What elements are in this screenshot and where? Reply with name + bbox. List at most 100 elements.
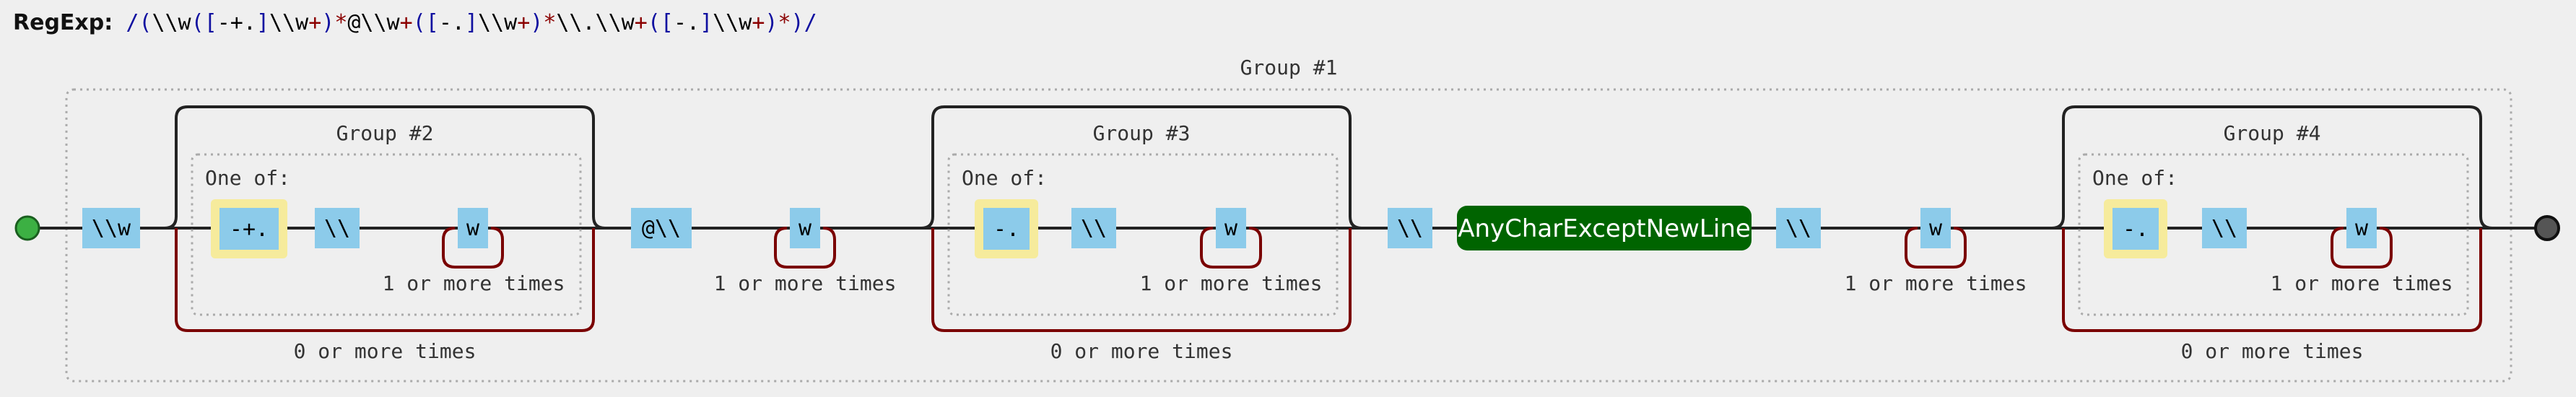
group2-w-text: w (466, 216, 480, 241)
group3-w-quant: 1 or more times (1140, 271, 1323, 295)
regexp-token: ] (256, 10, 269, 35)
group1-frame (65, 88, 2512, 383)
group3-skip-path (921, 105, 1362, 230)
literal-bslash-w (82, 208, 140, 248)
group2-oneof-label: One of: (205, 166, 290, 190)
literal-w2 (1920, 208, 1951, 248)
regexp-token: + (308, 10, 322, 35)
group3-oneof-label: One of: (962, 166, 1047, 190)
regexp-token: + (634, 10, 648, 35)
literal-w1 (790, 208, 820, 248)
literal-at-bslash (631, 208, 692, 248)
regexp-token: ) (530, 10, 544, 35)
regexp-token: \\w (478, 10, 518, 35)
regexp-token: \\w (269, 10, 309, 35)
regexp-token: -. (438, 10, 465, 35)
regexp-token: [ (425, 10, 439, 35)
literal-w1-text: w (799, 216, 812, 241)
group3: Group #3 One of: -. \\ w 1 or more times… (921, 105, 1362, 363)
group4-oneof-label: One of: (2092, 166, 2177, 190)
regexp-token: -+. (217, 10, 256, 35)
group4-w-loop (2331, 227, 2393, 269)
regexp-token: + (517, 10, 531, 35)
w1-quant: 1 or more times (714, 271, 897, 295)
literal-bslash-w-text: \\w (92, 216, 131, 241)
group3-label: Group #3 (1093, 121, 1191, 145)
regexp-token: ( (412, 10, 426, 35)
start-node (14, 215, 40, 241)
literal-w2-text: w (1929, 216, 1943, 241)
any-char-text: AnyCharExceptNewLine (1458, 214, 1751, 243)
group2-w-loop (442, 227, 504, 269)
w2-quant: 1 or more times (1845, 271, 2027, 295)
literal-at-bslash-text: @\\ (642, 216, 681, 241)
group2-bslash-box (315, 208, 360, 248)
group2-loop-path (175, 228, 595, 332)
group3-charset-text: -. (993, 217, 1019, 242)
group2-w-box (458, 208, 488, 248)
regexp-token: + (399, 10, 413, 35)
regexp-token: \\.\\w (556, 10, 635, 35)
group2-label: Group #2 (336, 121, 434, 145)
group2: Group #2 One of: -+. \\ w 1 or more time… (164, 105, 606, 363)
regexp-token: ( (139, 10, 152, 35)
regexp-header: RegExp: /(\\w([-+.]\\w+)*@\\w+([-.]\\w+)… (13, 10, 817, 35)
group4-quant: 0 or more times (2181, 339, 2364, 363)
end-node (2534, 215, 2560, 241)
group2-charset-inner (219, 208, 279, 250)
group4-bslash-box (2202, 208, 2247, 248)
group4-charset-inner (2112, 208, 2159, 250)
group2-oneof-frame (191, 153, 582, 316)
regexp-token: ) (791, 10, 804, 35)
group3-w-text: w (1224, 216, 1238, 241)
group3-bslash-box (1071, 208, 1116, 248)
regexp-token: \\w (152, 10, 191, 35)
regexp-token: / (804, 10, 817, 35)
regexp-token: * (334, 10, 348, 35)
regexp-token: ( (191, 10, 204, 35)
group4-w-text: w (2355, 216, 2369, 241)
group4-loop-path (2062, 228, 2482, 332)
regexp-token: \\w (713, 10, 752, 35)
group4-skip-path (2051, 105, 2493, 230)
regexp-token: ] (464, 10, 478, 35)
literal-bslash-2 (1776, 208, 1821, 248)
group2-quant: 0 or more times (294, 339, 477, 363)
w2-loop (1905, 227, 1967, 269)
regexp-token: [ (660, 10, 674, 35)
group3-oneof-frame (947, 153, 1339, 316)
group1-label: Group #1 (1240, 56, 1338, 79)
regexp-token: @\\w (347, 10, 400, 35)
regexp-token: ( (647, 10, 661, 35)
group2-w-quant: 1 or more times (383, 271, 565, 295)
regexp-pattern: /(\\w([-+.]\\w+)*@\\w+([-.]\\w+)*\\.\\w+… (126, 10, 817, 35)
group3-charset-inner (983, 208, 1030, 250)
group4-label: Group #4 (2224, 121, 2321, 145)
group4-bslash-text: \\ (2211, 216, 2237, 241)
regexp-token: / (126, 10, 139, 35)
w1-loop (774, 227, 836, 269)
group3-w-box (1216, 208, 1246, 248)
group4-w-box (2346, 208, 2377, 248)
group2-skip-path (164, 105, 606, 230)
group2-bslash-text: \\ (324, 216, 350, 241)
group2-charset-text: -+. (230, 217, 269, 242)
regexp-token: -. (673, 10, 700, 35)
regexp-token: [ (204, 10, 217, 35)
regexp-token: * (543, 10, 557, 35)
regexp-token: * (778, 10, 791, 35)
regexp-token: ) (765, 10, 778, 35)
group3-loop-path (931, 228, 1352, 332)
regexp-token: ) (321, 10, 335, 35)
group4-charset-text: -. (2123, 217, 2149, 242)
group3-quant: 0 or more times (1050, 339, 1233, 363)
literal-bslash-1-text: \\ (1397, 216, 1423, 241)
regexp-label: RegExp: (13, 10, 113, 35)
group3-w-loop (1200, 227, 1262, 269)
literal-bslash-2-text: \\ (1785, 216, 1811, 241)
group4-w-quant: 1 or more times (2271, 271, 2453, 295)
literal-bslash-1 (1388, 208, 1432, 248)
regexp-token: + (752, 10, 765, 35)
any-char-box (1457, 206, 1752, 250)
